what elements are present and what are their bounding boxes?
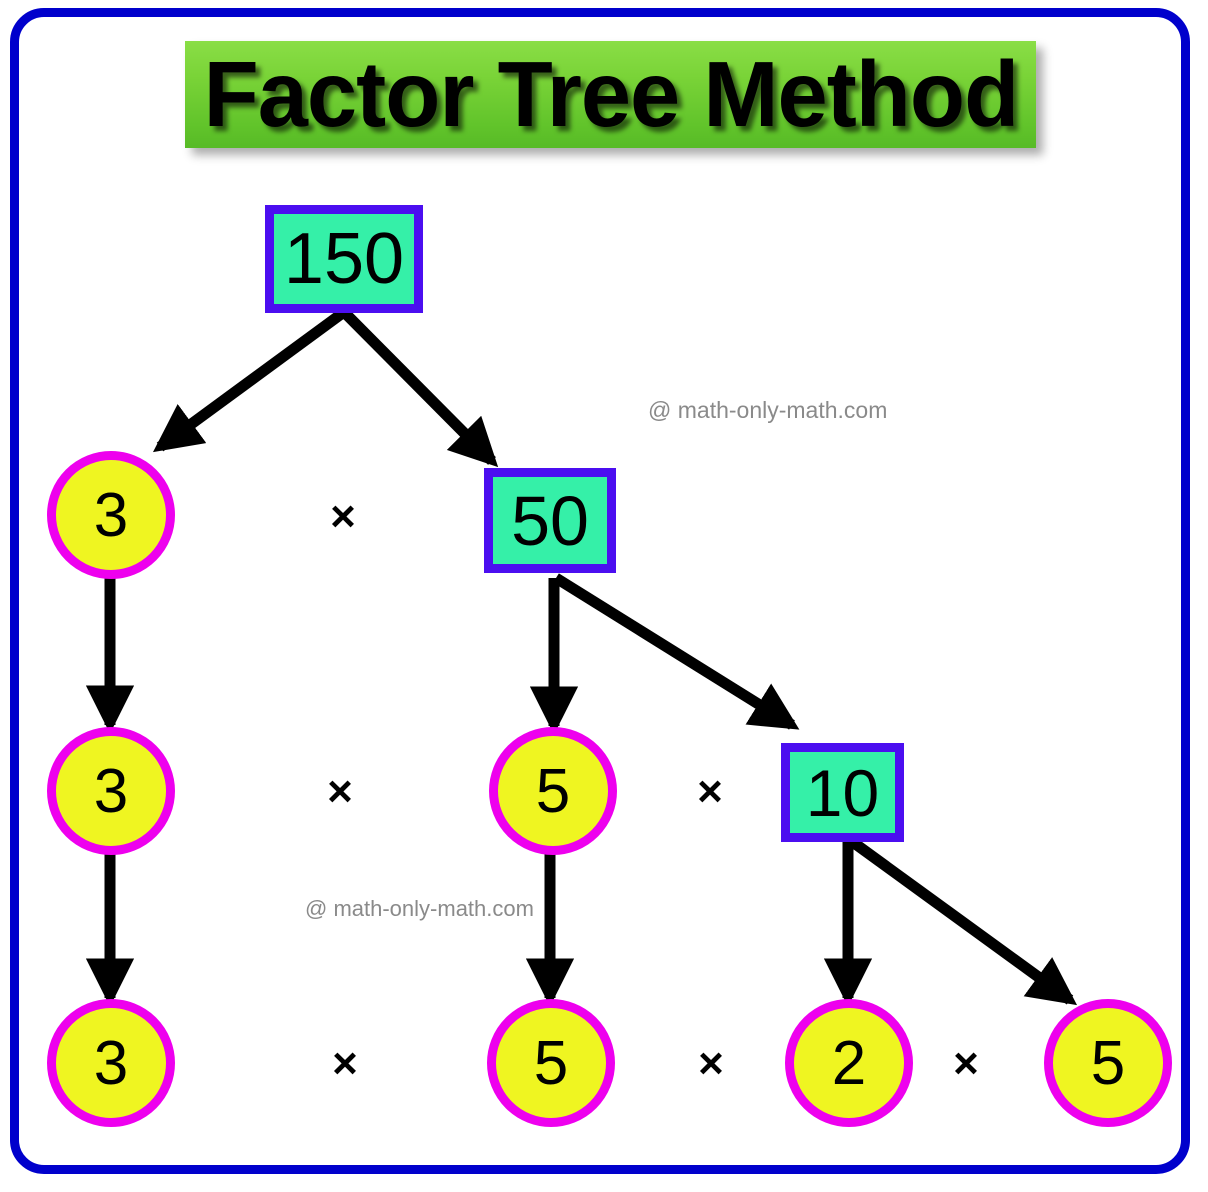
times-level2-1: ×	[320, 495, 366, 539]
node-3-level3-label: 3	[93, 756, 129, 826]
node-3-level4[interactable]: 3	[47, 999, 175, 1127]
times-glyph: ×	[332, 1039, 358, 1088]
node-3-level3[interactable]: 3	[47, 727, 175, 855]
node-5-level3-label: 5	[535, 756, 571, 826]
node-3-level2-label: 3	[93, 480, 129, 550]
times-glyph: ×	[698, 1039, 724, 1088]
watermark-lower: @ math-only-math.com	[305, 896, 534, 921]
node-50[interactable]: 50	[484, 468, 616, 573]
node-10-label: 10	[805, 755, 880, 830]
node-2-level4[interactable]: 2	[785, 999, 913, 1127]
node-5-level3[interactable]: 5	[489, 727, 617, 855]
page-border	[10, 8, 1190, 1174]
node-150[interactable]: 150	[265, 205, 423, 313]
times-level3-2: ×	[687, 770, 733, 814]
page-title: Factor Tree Method	[203, 42, 1019, 146]
node-3-level4-label: 3	[93, 1028, 129, 1098]
node-5-level4[interactable]: 5	[487, 999, 615, 1127]
node-150-label: 150	[283, 219, 405, 299]
node-2-level4-label: 2	[831, 1028, 867, 1098]
node-5-level4-last[interactable]: 5	[1044, 999, 1172, 1127]
node-3-level2[interactable]: 3	[47, 451, 175, 579]
times-glyph: ×	[953, 1039, 979, 1088]
node-10[interactable]: 10	[781, 743, 904, 842]
watermark-upper: @ math-only-math.com	[648, 397, 888, 423]
title-banner: Factor Tree Method	[185, 41, 1036, 148]
times-level4-3: ×	[943, 1042, 989, 1086]
times-glyph: ×	[327, 767, 353, 816]
node-5-level4-last-label: 5	[1090, 1028, 1126, 1098]
times-level4-1: ×	[322, 1042, 368, 1086]
node-5-level4-label: 5	[533, 1028, 569, 1098]
times-level4-2: ×	[688, 1042, 734, 1086]
times-glyph: ×	[330, 492, 356, 541]
node-50-label: 50	[511, 481, 589, 560]
times-glyph: ×	[697, 767, 723, 816]
times-level3-1: ×	[317, 770, 363, 814]
